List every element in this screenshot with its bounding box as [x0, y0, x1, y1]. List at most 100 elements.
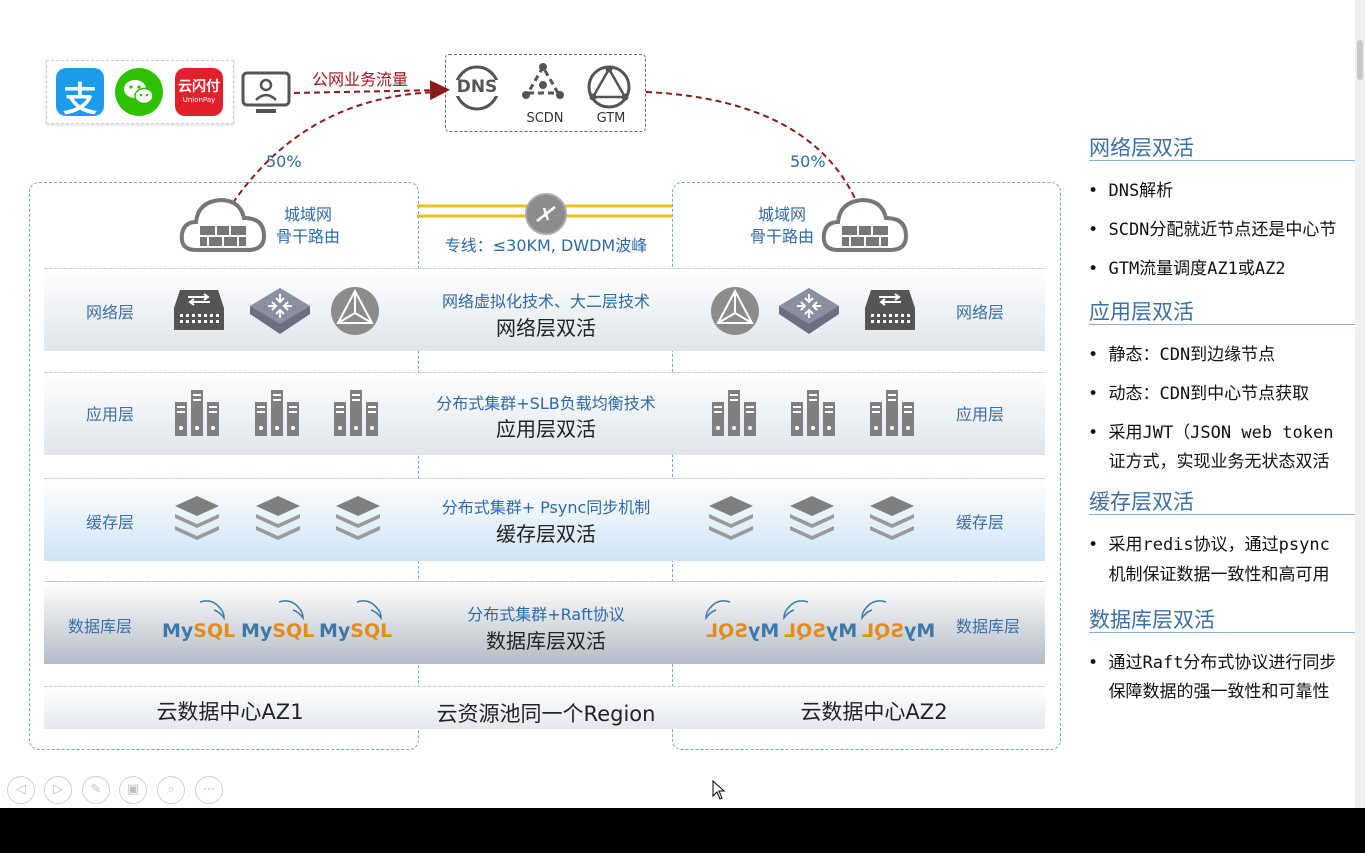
application-layer-tech: 分布式集群+SLB负载均衡技术 [436, 394, 656, 413]
database-layer-right-label: 数据库层 [955, 617, 1020, 636]
side-bullet: 证方式，实现业务无状态双活 [1088, 452, 1330, 472]
user-terminal-icon [241, 71, 291, 113]
dolphin-icon [783, 600, 809, 620]
side-section-title-network: 网络层双活 [1089, 136, 1194, 160]
application-layer-right-label: 应用层 [955, 405, 1004, 424]
mysql-logo-my: My [825, 620, 858, 642]
gtm-label: GTM [596, 111, 626, 126]
region-label: 云资源池同一个Region [436, 702, 656, 726]
side-section-divider [1089, 324, 1365, 325]
alipay-icon: 支 [56, 68, 104, 120]
load-balancer-icon [865, 290, 915, 330]
database-layer-tech: 分布式集群+Raft协议 [467, 605, 625, 624]
mysql-logo-my: My [241, 620, 273, 642]
switch-icon [779, 288, 839, 334]
mysql-logo-my: My [162, 620, 194, 642]
network-layer-title: 网络层双活 [496, 316, 596, 340]
gtm-icon [587, 65, 631, 109]
dolphin-icon [861, 600, 887, 620]
mysql-logo-sql: SQL [193, 620, 236, 642]
scdn-icon [522, 63, 564, 99]
prev-slide-button[interactable]: ◁ [7, 776, 35, 804]
server-cluster-icon [712, 390, 756, 436]
mysql-logo-mirrored: MySQL [706, 620, 779, 642]
cache-stack-icon [175, 496, 219, 540]
dns-label: DNS [456, 77, 498, 97]
side-bullet: • 通过Raft分布式协议进行同步 [1088, 653, 1337, 673]
cache-stack-icon [790, 496, 834, 540]
az1-cloud-label: 城域网 骨干路由 [266, 204, 350, 248]
az2-traffic-percent: 50% [790, 152, 826, 171]
link-switch-icon [525, 193, 567, 235]
router-icon [331, 287, 379, 335]
side-bullet: 机制保证数据一致性和高可用 [1088, 565, 1330, 585]
load-balancer-icon [174, 290, 224, 330]
pen-tool-button[interactable]: ✎ [82, 776, 110, 804]
cache-stack-icon [256, 496, 300, 540]
mysql-logo: MySQL [319, 620, 392, 642]
zoom-button[interactable]: ⌕ [157, 776, 185, 804]
unionpay-icon: 云闪付 UnionPay [175, 68, 223, 116]
database-layer-title: 数据库层双活 [486, 629, 606, 653]
traffic-flow-arrows [219, 80, 868, 225]
datacenter-band [44, 686, 1045, 729]
az2-container [672, 182, 1061, 750]
dolphin-icon [356, 600, 382, 620]
slide-sorter-button[interactable]: ▣ [119, 776, 147, 804]
az1-container [29, 182, 419, 750]
side-bullet: • SCDN分配就近节点还是中心节 [1088, 220, 1337, 240]
az1-traffic-percent: 50% [266, 152, 302, 171]
scdn-label: SCDN [526, 111, 564, 126]
server-cluster-icon [255, 390, 299, 436]
dns-scdn-gtm-box: DNS SCDN GTM [445, 54, 646, 132]
application-layer-left-label: 应用层 [85, 405, 134, 424]
side-section-divider [1089, 632, 1365, 633]
mysql-logo-my: My [319, 620, 351, 642]
side-section-title-database: 数据库层双活 [1089, 608, 1215, 632]
mysql-logo-mirrored: MySQL [862, 620, 935, 642]
side-section-divider [1089, 160, 1365, 161]
scrollbar-thumb[interactable] [1357, 40, 1363, 80]
cache-stack-icon [870, 496, 914, 540]
next-slide-button[interactable]: ▷ [44, 776, 72, 804]
az1-datacenter-label: 云数据中心AZ1 [156, 700, 304, 724]
switch-icon [250, 288, 310, 334]
traffic-label: 公网业务流量 [312, 70, 409, 89]
side-bullet: • 静态：CDN到边缘节点 [1088, 345, 1276, 365]
server-cluster-icon [334, 390, 378, 436]
mysql-logo-sql: SQL [784, 620, 826, 642]
mysql-logo-my: My [747, 620, 780, 642]
az2-cloud-line1: 城域网 [757, 205, 806, 224]
vertical-scrollbar[interactable] [1355, 0, 1365, 808]
dolphin-icon [199, 600, 225, 620]
cache-layer-right-label: 缓存层 [955, 513, 1004, 532]
cache-stack-icon [336, 496, 380, 540]
dns-icon [454, 65, 500, 111]
az2-datacenter-label: 云数据中心AZ2 [800, 700, 948, 724]
side-section-divider [1089, 514, 1365, 515]
dolphin-icon [705, 600, 731, 620]
cache-layer-title: 缓存层双活 [496, 522, 596, 546]
payment-apps-group: 支 云闪付 UnionPay [46, 60, 234, 124]
server-cluster-icon [175, 390, 219, 436]
side-bullet: • 采用redis协议，通过psync [1088, 535, 1330, 555]
network-layer-right-label: 网络层 [955, 303, 1004, 322]
az2-cloud-label: 城域网 骨干路由 [740, 204, 824, 248]
az1-cloud-line1: 城域网 [283, 205, 332, 224]
mysql-logo-sql: SQL [706, 620, 748, 642]
database-layer-left-label: 数据库层 [67, 617, 132, 636]
mysql-logo-sql: SQL [272, 620, 315, 642]
mysql-logo-sql: SQL [862, 620, 904, 642]
mysql-logo-my: My [903, 620, 936, 642]
more-options-button[interactable]: ⋯ [195, 776, 223, 804]
server-cluster-icon [791, 390, 835, 436]
mouse-cursor-icon [712, 780, 726, 800]
side-bullet: • GTM流量调度AZ1或AZ2 [1088, 259, 1286, 279]
mysql-logo-mirrored: MySQL [784, 620, 857, 642]
side-section-title-application: 应用层双活 [1089, 300, 1194, 324]
cache-layer-tech: 分布式集群+ Psync同步机制 [441, 498, 651, 517]
network-layer-left-label: 网络层 [85, 303, 134, 322]
unionpay-subtext: UnionPay [182, 96, 216, 104]
link-label: 专线：≤30KM, DWDM波峰 [444, 236, 648, 255]
network-layer-tech: 网络虚拟化技术、大二层技术 [441, 292, 650, 311]
